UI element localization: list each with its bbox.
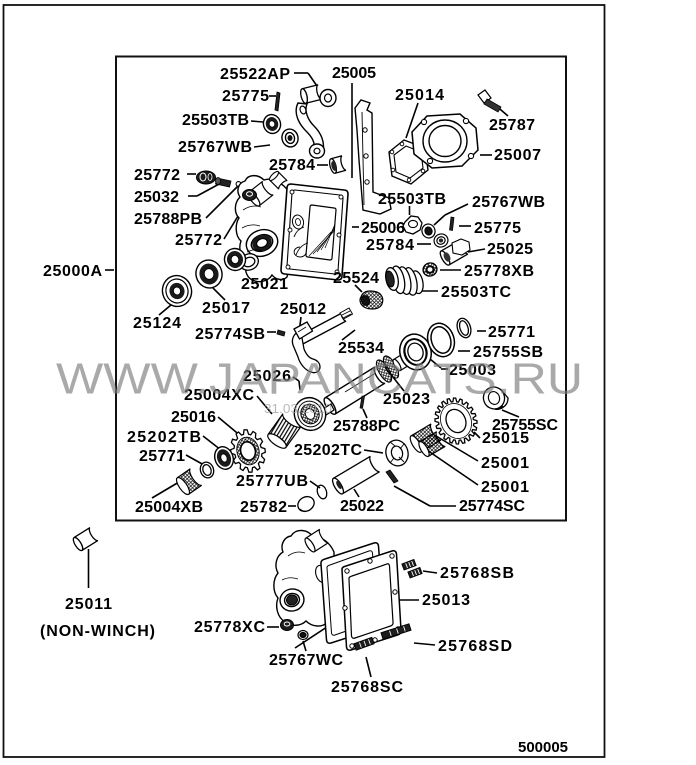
svg-text:25124: 25124 bbox=[133, 315, 181, 332]
svg-text:25026: 25026 bbox=[243, 368, 291, 385]
svg-text:25023: 25023 bbox=[383, 391, 430, 408]
svg-text:25771: 25771 bbox=[488, 324, 535, 341]
svg-text:25778XC: 25778XC bbox=[194, 619, 265, 636]
svg-text:25015: 25015 bbox=[482, 430, 529, 447]
svg-text:25777UB: 25777UB bbox=[236, 473, 308, 490]
svg-text:25202TC: 25202TC bbox=[294, 442, 362, 459]
svg-text:25784: 25784 bbox=[269, 157, 315, 174]
svg-text:25003: 25003 bbox=[449, 362, 496, 379]
svg-text:25772: 25772 bbox=[175, 232, 222, 249]
svg-text:25755SC: 25755SC bbox=[492, 417, 558, 434]
svg-text:25004XB: 25004XB bbox=[135, 499, 203, 516]
svg-text:25788PC: 25788PC bbox=[333, 418, 400, 435]
svg-text:25782: 25782 bbox=[240, 499, 287, 516]
svg-text:25788PB: 25788PB bbox=[134, 211, 202, 228]
svg-text:25503TB: 25503TB bbox=[378, 191, 446, 208]
svg-text:25022: 25022 bbox=[340, 498, 384, 515]
svg-text:25025: 25025 bbox=[487, 241, 533, 258]
svg-text:25006: 25006 bbox=[361, 220, 405, 237]
svg-text:25001: 25001 bbox=[481, 479, 529, 496]
svg-text:25767WC: 25767WC bbox=[269, 652, 343, 669]
svg-text:25774SB: 25774SB bbox=[195, 326, 265, 343]
svg-text:25767WB: 25767WB bbox=[472, 194, 545, 211]
svg-text:25787: 25787 bbox=[489, 117, 535, 134]
svg-text:25001: 25001 bbox=[481, 455, 529, 472]
svg-text:25202TB: 25202TB bbox=[127, 429, 201, 446]
svg-text:31.03.2010: 31.03.2010 bbox=[264, 401, 332, 416]
svg-text:25005: 25005 bbox=[332, 65, 376, 82]
svg-text:25007: 25007 bbox=[494, 147, 541, 164]
svg-text:25032: 25032 bbox=[134, 189, 179, 206]
svg-text:25534: 25534 bbox=[338, 340, 384, 357]
svg-text:25013: 25013 bbox=[422, 592, 470, 609]
svg-text:25755SB: 25755SB bbox=[473, 344, 543, 361]
svg-text:25016: 25016 bbox=[171, 409, 216, 426]
svg-text:500005: 500005 bbox=[518, 739, 568, 756]
svg-text:25021: 25021 bbox=[241, 276, 288, 293]
svg-text:25768SB: 25768SB bbox=[440, 565, 514, 582]
svg-text:25775: 25775 bbox=[474, 220, 521, 237]
svg-text:(NON-WINCH): (NON-WINCH) bbox=[40, 623, 155, 640]
svg-text:25784: 25784 bbox=[366, 237, 414, 254]
svg-text:25011: 25011 bbox=[65, 596, 112, 613]
svg-text:25004XC: 25004XC bbox=[184, 387, 254, 404]
svg-text:25503TC: 25503TC bbox=[441, 284, 511, 301]
svg-text:25772: 25772 bbox=[134, 167, 180, 184]
svg-text:25012: 25012 bbox=[280, 301, 326, 318]
svg-text:25768SC: 25768SC bbox=[331, 679, 403, 696]
svg-text:25014: 25014 bbox=[395, 87, 444, 104]
svg-text:25522AP: 25522AP bbox=[220, 66, 290, 83]
svg-text:WWW.JAPANCATS.RU: WWW.JAPANCATS.RU bbox=[56, 355, 583, 404]
svg-text:25503TB: 25503TB bbox=[182, 112, 249, 129]
svg-text:25768SD: 25768SD bbox=[438, 638, 512, 655]
svg-text:25000A: 25000A bbox=[43, 263, 102, 280]
svg-text:25774SC: 25774SC bbox=[459, 498, 525, 515]
svg-text:25017: 25017 bbox=[202, 300, 250, 317]
svg-text:25775: 25775 bbox=[222, 88, 269, 105]
svg-text:25524: 25524 bbox=[333, 270, 379, 287]
svg-text:25767WB: 25767WB bbox=[178, 139, 252, 156]
svg-text:25771: 25771 bbox=[139, 448, 185, 465]
svg-text:25778XB: 25778XB bbox=[464, 263, 534, 280]
